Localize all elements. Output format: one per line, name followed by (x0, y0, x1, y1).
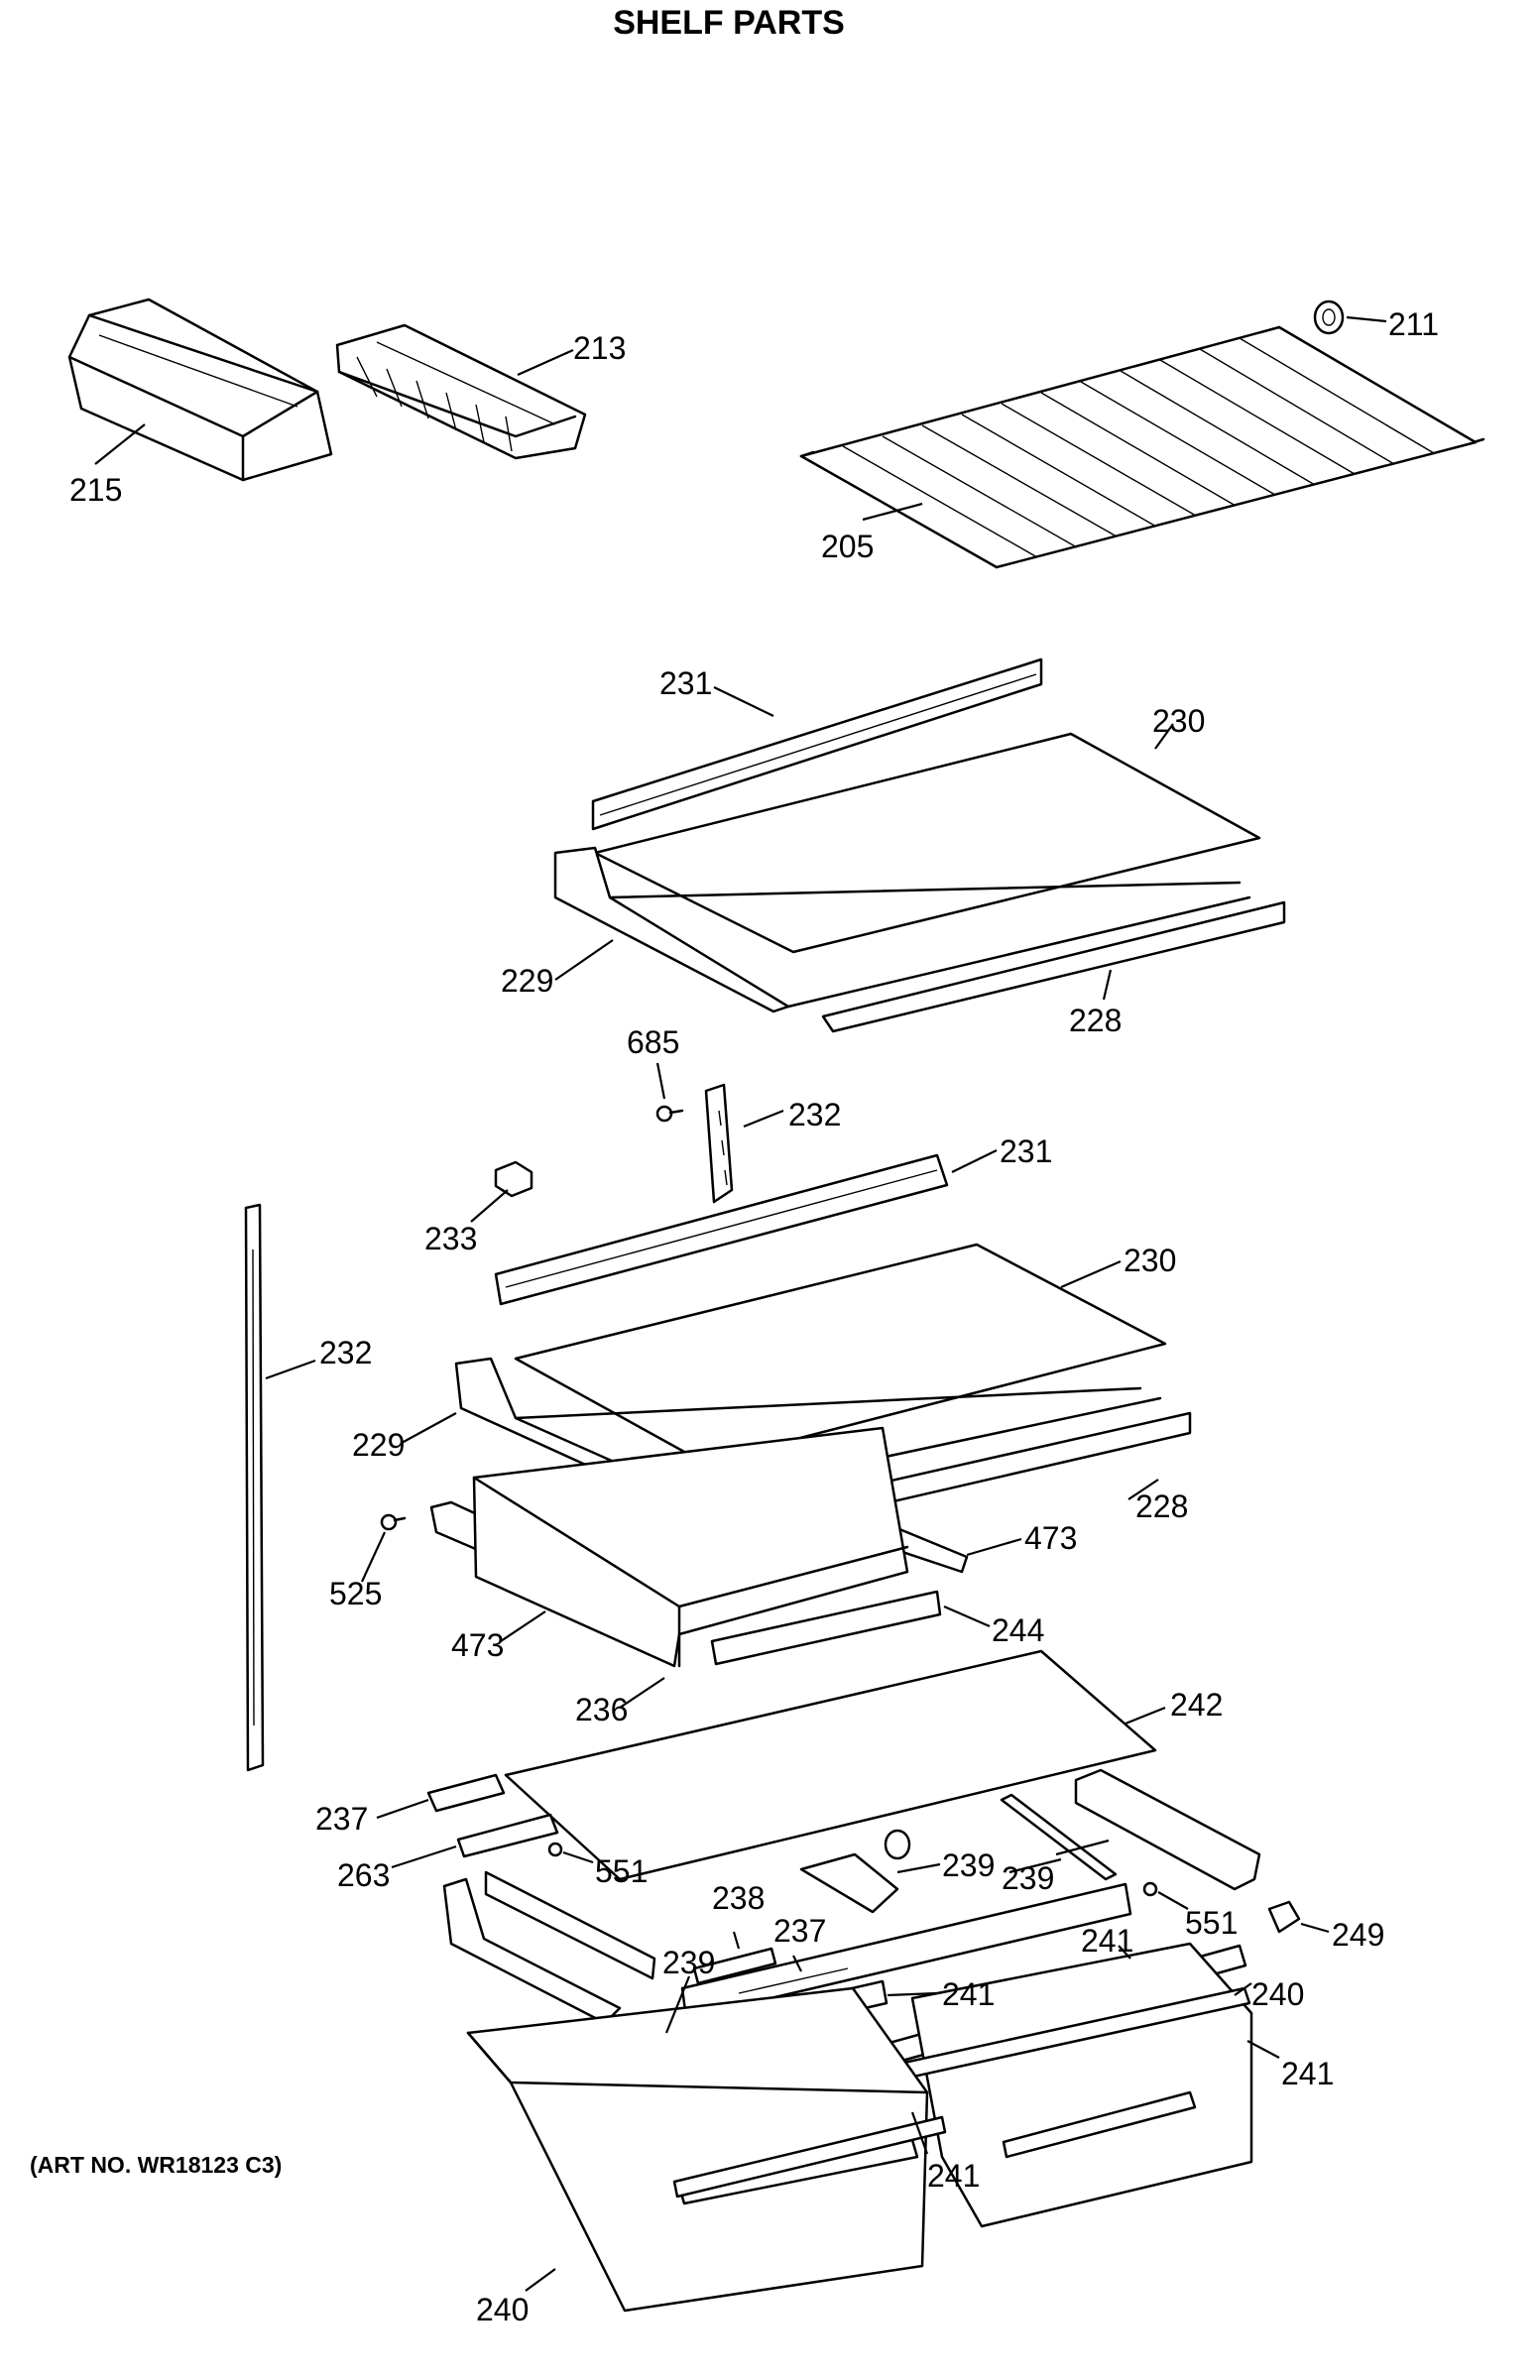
part-229-upper-frame (553, 846, 1251, 1013)
callout-238: 238 (712, 1880, 765, 1916)
part-239-right-rail (1000, 1793, 1118, 1881)
callout-240-left: 240 (476, 2292, 529, 2327)
diagram-title: SHELF PARTS (613, 4, 845, 42)
leader-lines (94, 315, 1387, 2292)
callout-229-middle: 229 (352, 1427, 405, 1463)
callout-525: 525 (329, 1576, 382, 1611)
part-228-upper-rear-trim (821, 900, 1286, 1033)
callout-213: 213 (573, 330, 626, 366)
callout-232-long: 232 (319, 1335, 372, 1370)
callout-233: 233 (424, 1221, 477, 1256)
callout-551-right: 551 (1185, 1905, 1238, 1941)
callout-551-left: 551 (595, 1853, 648, 1889)
callout-205: 205 (821, 529, 874, 564)
callout-242: 242 (1170, 1687, 1223, 1723)
part-crisper-left-frame (442, 1870, 656, 2025)
callout-239-right: 239 (1002, 1860, 1054, 1896)
callout-229-upper: 229 (501, 963, 553, 999)
callout-230-middle: 230 (1124, 1243, 1176, 1278)
callout-236: 236 (575, 1692, 628, 1727)
callout-473-right: 473 (1024, 1520, 1077, 1556)
part-244-cover-trim (710, 1590, 942, 1666)
part-525-screw (380, 1513, 407, 1531)
callout-232-upper: 232 (788, 1097, 841, 1132)
callout-228-middle: 228 (1135, 1488, 1188, 1524)
art-number: (ART NO. WR18123 C3) (30, 2152, 283, 2178)
callout-230-upper: 230 (1152, 703, 1205, 739)
part-242-crisper-glass (504, 1649, 1157, 1881)
part-240-right-pan (811, 1942, 1253, 2228)
part-230-middle-glass (514, 1243, 1167, 1465)
part-213-ice-tray (335, 323, 587, 460)
callout-231-upper: 231 (659, 665, 712, 701)
part-238-small-channel (692, 1947, 777, 1985)
part-239-center-clip (799, 1829, 911, 1914)
callout-240-right: 240 (1251, 1976, 1304, 2012)
callout-211: 211 (1388, 306, 1439, 342)
callout-237-left: 237 (315, 1801, 368, 1837)
callout-241-upper: 241 (1081, 1923, 1133, 1959)
part-crisper-right-frame (1074, 1768, 1261, 1891)
callout-249: 249 (1332, 1917, 1384, 1953)
part-231-middle-front-trim (494, 1153, 949, 1306)
part-211-shelf-cap (1313, 299, 1345, 335)
callout-473-left: 473 (451, 1627, 504, 1663)
part-263-left-channel (456, 1813, 559, 1858)
callout-241-middle: 241 (942, 1976, 995, 2012)
part-551-left-screw (547, 1842, 563, 1857)
callout-239-left: 239 (662, 1945, 715, 1980)
callout-237-front: 237 (773, 1913, 826, 1949)
callout-228-upper: 228 (1069, 1003, 1122, 1038)
part-249-stop (1267, 1900, 1301, 1934)
callout-263: 263 (337, 1857, 390, 1893)
part-232-upper-rail (704, 1083, 734, 1204)
callout-labels: 215 213 211 205 231 230 229 228 685 232 … (69, 306, 1439, 2327)
callout-244: 244 (992, 1612, 1044, 1648)
callout-231-middle: 231 (1000, 1133, 1052, 1169)
part-231-upper-front-trim (591, 657, 1043, 831)
part-215-door-bin (67, 298, 333, 482)
callout-685: 685 (627, 1024, 679, 1060)
part-205-wire-shelf (799, 325, 1485, 569)
part-230-upper-glass (593, 732, 1261, 954)
part-685-screw (655, 1105, 684, 1123)
part-233-clip (494, 1160, 533, 1198)
callout-241-right: 241 (1281, 2056, 1334, 2091)
part-236-drawer-cover (472, 1426, 909, 1668)
callout-215: 215 (69, 472, 122, 508)
part-237-left-bracket (426, 1773, 506, 1813)
callout-241-lower: 241 (927, 2158, 980, 2194)
part-551-right-screw (1142, 1881, 1158, 1897)
callout-239-center: 239 (942, 1847, 995, 1883)
part-241-left-pan-handle (672, 2115, 947, 2199)
part-232-long-side-rail (244, 1203, 265, 1772)
